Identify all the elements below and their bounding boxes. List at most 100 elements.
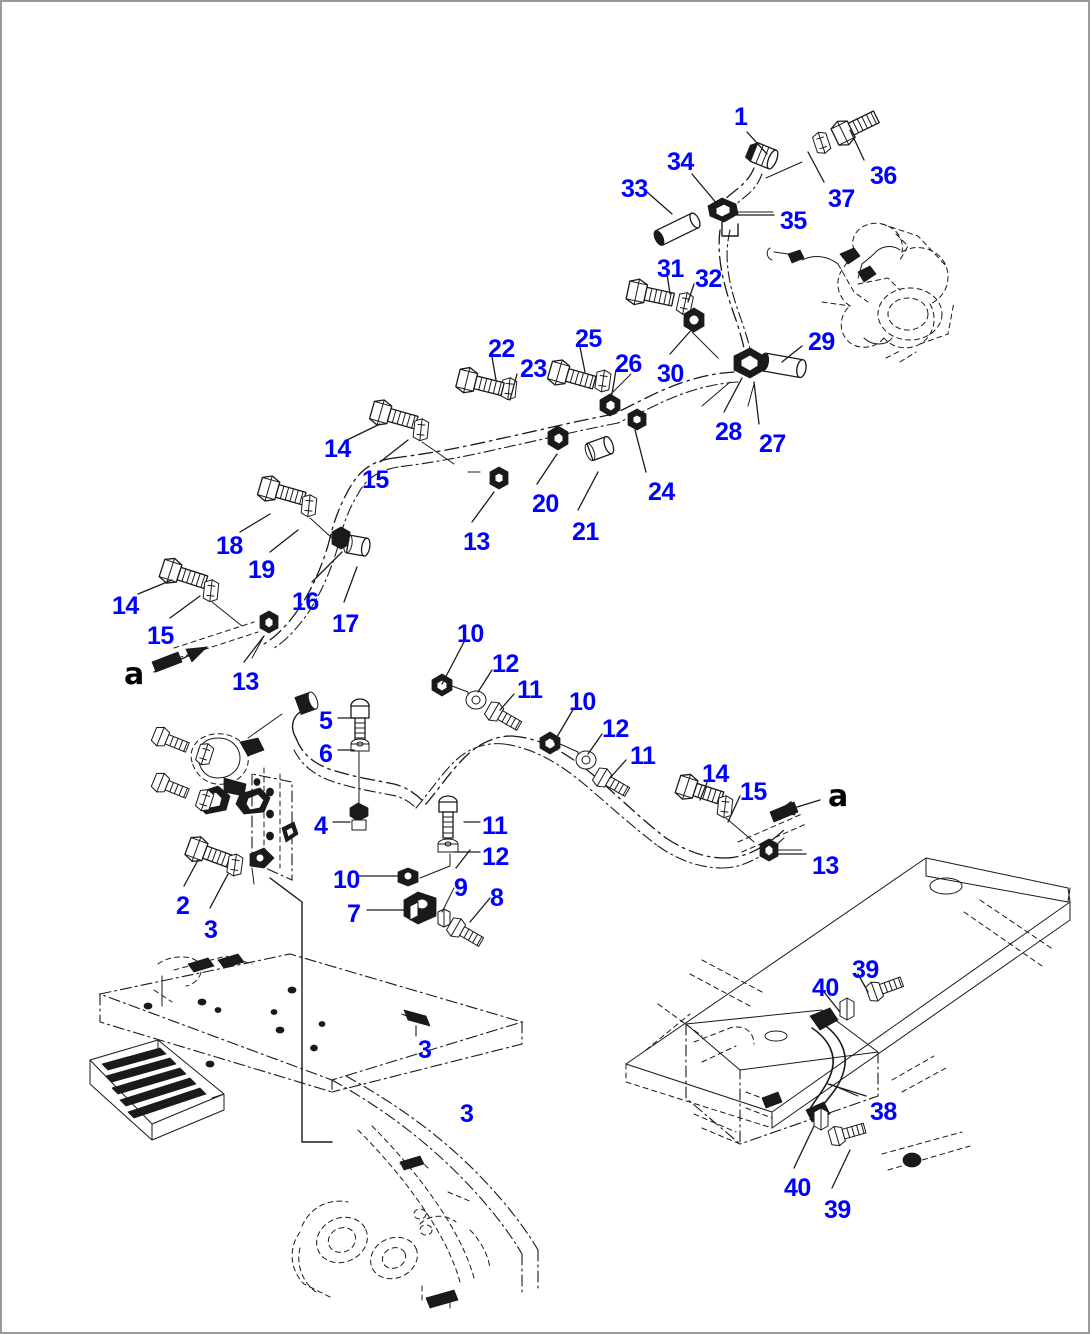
callout-18: 18: [216, 532, 243, 560]
leader-line-39: [831, 1149, 851, 1189]
callout-36: 36: [870, 162, 897, 190]
machine-frame-left: [89, 953, 539, 1313]
callout-27: 27: [759, 430, 786, 458]
leader-line-27: [753, 381, 760, 425]
leader-line-19: [269, 529, 299, 553]
leader-line-23: [509, 373, 518, 401]
leader-line-32: [687, 283, 695, 303]
leader-line-11: [499, 693, 515, 711]
callout-12: 12: [482, 843, 509, 871]
callout-33: 33: [621, 175, 648, 203]
lower-hose-assembly: [247, 673, 807, 952]
leader-line-8: [469, 897, 491, 923]
middle-pipe-run: [151, 356, 647, 673]
leader-line-37: [807, 151, 825, 183]
leader-line-14: [137, 579, 173, 595]
callout-13: 13: [812, 852, 839, 880]
section-a-left-arrow: [153, 646, 208, 673]
leader-line-13: [471, 491, 495, 523]
callout-3: 3: [418, 1036, 432, 1064]
callout-17: 17: [332, 610, 359, 638]
callout-24: 24: [648, 478, 675, 506]
callout-15: 15: [362, 466, 389, 494]
leader-line-12: [587, 733, 603, 755]
leader-line-18: [239, 513, 271, 533]
callout-40: 40: [784, 1174, 811, 1202]
callout-39: 39: [852, 956, 879, 984]
leader-line-2: [183, 859, 199, 887]
leader-line-15: [169, 595, 201, 619]
leader-line-20: [536, 453, 558, 485]
callout-1: 1: [734, 103, 748, 131]
leader-line-21: [577, 471, 599, 511]
leader-line-33: [646, 191, 673, 215]
callout-32: 32: [695, 265, 722, 293]
callout-6: 6: [319, 740, 333, 768]
leader-line-38: [827, 1083, 867, 1097]
callout-4: 4: [314, 812, 328, 840]
section-arrows: [153, 646, 821, 816]
leader-line-40: [823, 991, 841, 1013]
leader-line-14: [346, 423, 381, 441]
leader-line-9: [455, 849, 471, 869]
engine-starter-assembly: [766, 222, 955, 363]
leader-line-11: [609, 759, 627, 779]
leader-line-14: [699, 779, 709, 801]
section-a-right-arrow: [773, 799, 821, 816]
callout-15: 15: [740, 778, 767, 806]
leader-line-16: [311, 551, 343, 583]
leader-line-15: [727, 795, 741, 823]
callout-11: 11: [482, 812, 508, 840]
callout-10: 10: [333, 866, 360, 894]
callout-3: 3: [204, 916, 218, 944]
callout-2: 2: [176, 892, 190, 920]
section-a-right: a: [828, 779, 849, 814]
callout-8: 8: [490, 884, 504, 912]
callout-38: 38: [870, 1098, 897, 1126]
callout-25: 25: [575, 325, 602, 353]
callout-39: 39: [824, 1196, 851, 1224]
leader-line-15: [379, 439, 409, 463]
leader-line-31: [666, 273, 671, 295]
leader-line-30: [669, 326, 695, 355]
leader-line-3: [209, 873, 229, 909]
callout-13: 13: [463, 528, 490, 556]
callout-19: 19: [248, 556, 275, 584]
callout-28: 28: [715, 418, 742, 446]
leader-line-10: [441, 641, 465, 685]
callout-10: 10: [569, 688, 596, 716]
callout-35: 35: [780, 207, 807, 235]
callout-7: 7: [347, 900, 361, 928]
callout-23: 23: [520, 355, 547, 383]
leader-line-17: [343, 566, 358, 603]
callout-13: 13: [232, 668, 259, 696]
callout-14: 14: [324, 435, 351, 463]
leader-line-39: [857, 973, 869, 993]
callout-12: 12: [492, 650, 519, 678]
leader-line-13: [243, 635, 265, 663]
leader-line-10: [553, 707, 575, 743]
leader-line-36: [849, 129, 865, 161]
leader-line-25: [579, 346, 586, 373]
callout-9: 9: [454, 874, 468, 902]
callout-14: 14: [112, 592, 139, 620]
callout-20: 20: [532, 490, 559, 518]
leader-line-1: [746, 131, 768, 155]
callout-3: 3: [460, 1100, 474, 1128]
callout-40: 40: [812, 974, 839, 1002]
leader-line-40: [793, 1125, 815, 1169]
leader-line-24: [634, 429, 647, 473]
callout-11: 11: [630, 742, 656, 770]
callout-12: 12: [602, 715, 629, 743]
callout-34: 34: [667, 148, 694, 176]
callout-5: 5: [319, 707, 333, 735]
callout-leader-lines: [137, 129, 869, 1189]
callout-21: 21: [572, 518, 599, 546]
callout-31: 31: [657, 255, 684, 283]
upper-fuel-line-assembly: [613, 104, 883, 424]
callout-26: 26: [615, 350, 642, 378]
callout-37: 37: [828, 185, 855, 213]
callout-29: 29: [808, 328, 835, 356]
